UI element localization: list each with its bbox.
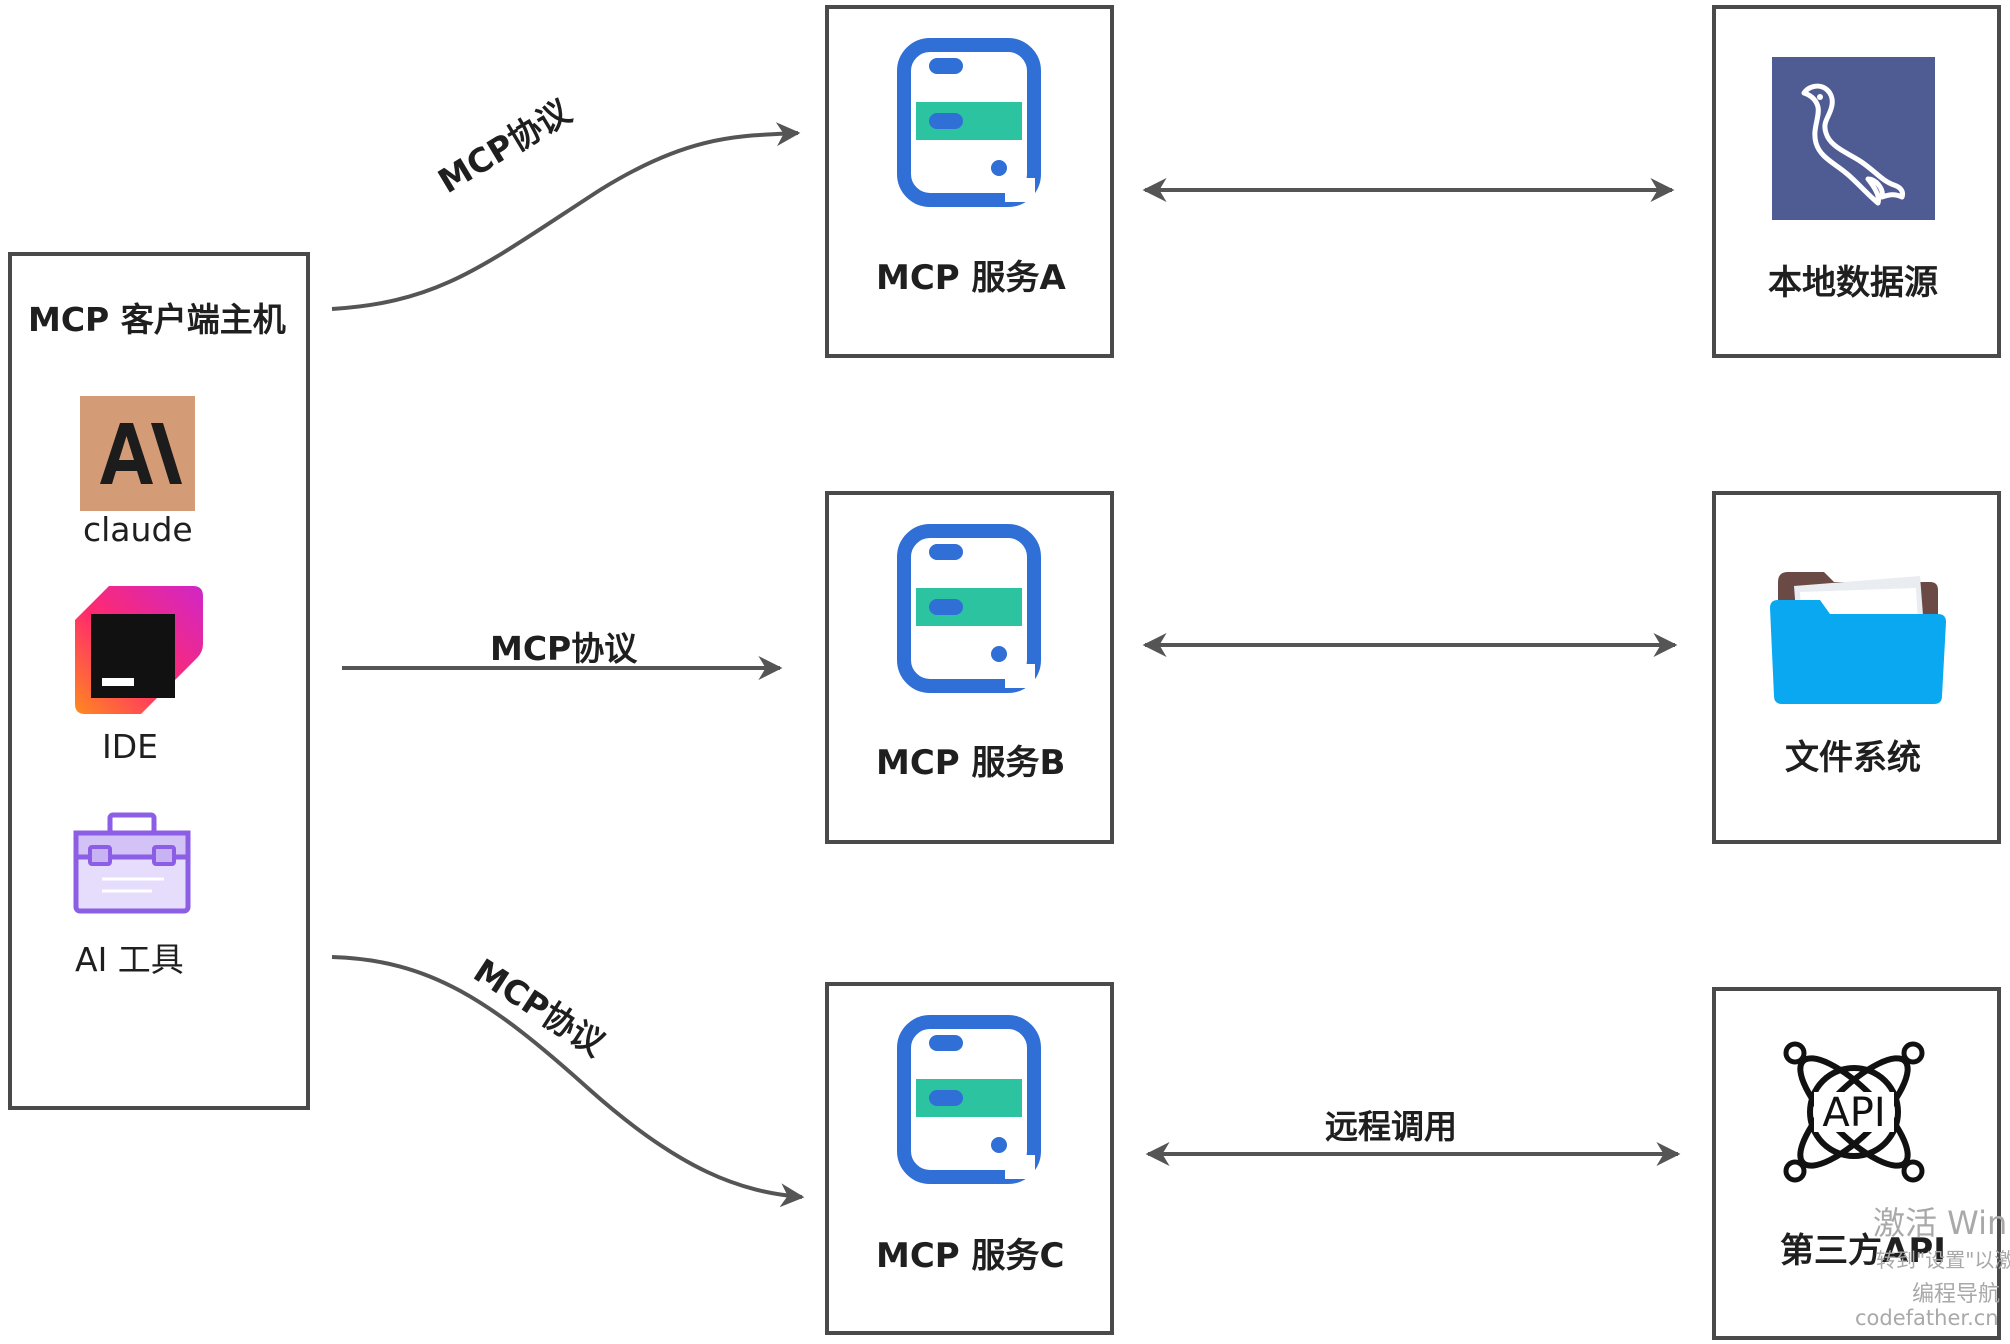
resource-third-party-api [1712,987,2001,1340]
svg-text:API: API [1822,1090,1885,1136]
connector-host-to-server-c [331,955,805,1208]
mcp-server-c [825,982,1114,1335]
server-label-a: MCP 服务A [876,258,1066,298]
api-icon: API [1783,1041,1925,1183]
server-icon [897,524,1041,693]
mcp-server-a [825,5,1114,358]
resource-label-filesystem: 文件系统 [1785,738,1921,778]
host-title: MCP 客户端主机 [28,300,286,339]
server-icon [897,1015,1041,1184]
watermark-line-1: 激活 Win [1873,1204,2008,1242]
client-label-ai-tools: AI 工具 [75,940,184,979]
server-label-c: MCP 服务C [876,1236,1065,1276]
mcp-server-b [825,491,1114,844]
mcp-client-host [8,252,310,1110]
watermark-line-3: 编程导航 [1912,1282,2001,1307]
resource-label-third-party-api: 第三方API [1780,1231,1946,1271]
resource-label-local-data: 本地数据源 [1768,263,1938,303]
server-icon [897,38,1041,207]
server-label-b: MCP 服务B [876,743,1066,783]
mysql-dolphin-icon [1772,57,1935,220]
jetbrains-ide-icon [75,586,203,714]
watermark-line-4: codefather.cn [1855,1306,1999,1330]
remote-call-label: 远程调用 [1325,1107,1457,1146]
watermark-line-2: 转到"设置"以激 [1876,1248,2010,1272]
client-label-ide: IDE [102,727,158,766]
client-label-claude: claude [83,510,193,549]
connector-host-to-server-a [331,122,801,311]
folder-icon [1770,572,1946,704]
protocol-label-middle: MCP协议 [490,629,638,668]
toolbox-icon [73,812,191,914]
claude-anthropic-icon [80,396,195,511]
